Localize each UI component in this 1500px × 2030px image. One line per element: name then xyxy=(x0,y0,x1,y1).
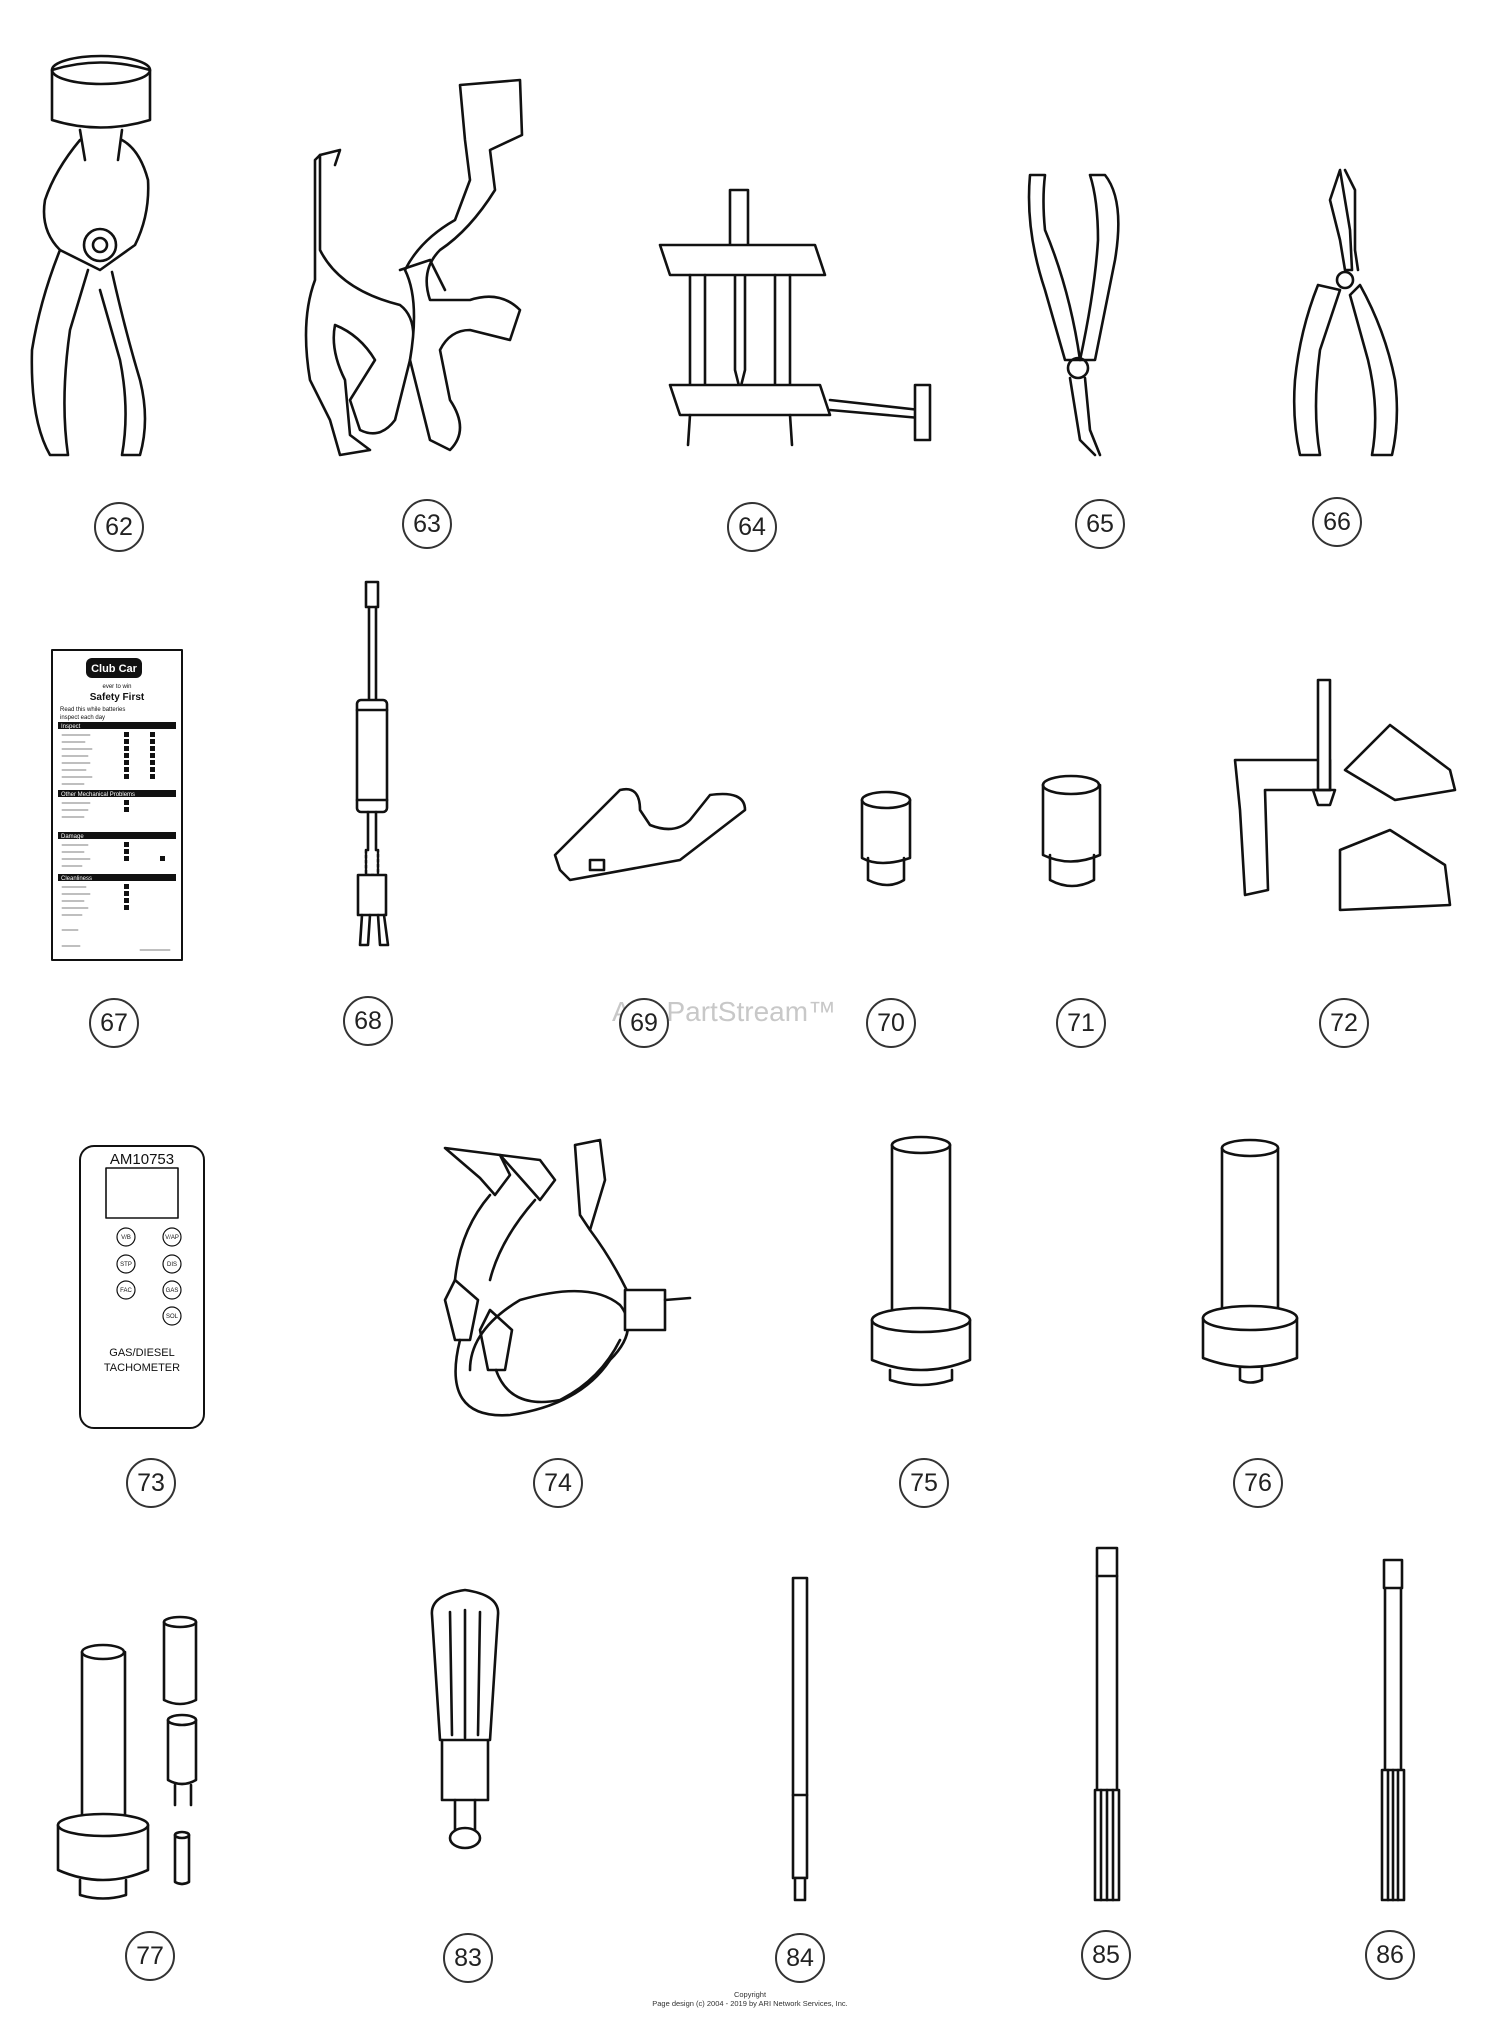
copyright-notice: Copyright Page design (c) 2004 - 2019 by… xyxy=(0,1990,1500,2008)
tach-button-label: FAC xyxy=(120,1288,132,1294)
card-section-other: Other Mechanical Problems xyxy=(61,792,135,798)
callout-68: 68 xyxy=(343,996,393,1046)
card-section-inspect: Inspect xyxy=(61,724,81,730)
socket-small-illustration xyxy=(860,790,912,887)
tach-button-label: V/AP xyxy=(165,1235,179,1241)
holding-fixture-illustration xyxy=(304,78,524,457)
tachometer-illustration: AM10753 V/B V/AP STP DIS FAC GAS SOL GAS… xyxy=(79,1145,205,1429)
callout-66: 66 xyxy=(1312,497,1362,547)
callout-67: 67 xyxy=(89,998,139,1048)
punch-rod-illustration xyxy=(791,1576,809,1902)
callout-83: 83 xyxy=(443,1933,493,1983)
callout-70: 70 xyxy=(866,998,916,1048)
copyright-line-1: Copyright xyxy=(733,1990,767,1999)
slide-hammer-illustration xyxy=(355,580,390,947)
tachometer-model-text: AM10753 xyxy=(110,1151,174,1168)
driver-kit-illustration xyxy=(56,1615,198,1900)
spanner-wrench-illustration xyxy=(553,787,747,882)
test-lead-harness-illustration xyxy=(443,1138,692,1417)
bearing-puller-illustration xyxy=(658,188,932,447)
tach-button-label: STP xyxy=(120,1262,132,1268)
callout-86: 86 xyxy=(1365,1930,1415,1980)
copyright-line-2: Page design (c) 2004 - 2019 by ARI Netwo… xyxy=(652,1999,848,2008)
callout-69: 69 xyxy=(619,998,669,1048)
bearing-driver-illustration xyxy=(870,1135,972,1387)
spline-tool-illustration xyxy=(1093,1546,1121,1902)
impact-driver-illustration xyxy=(430,1588,500,1850)
callout-76: 76 xyxy=(1233,1458,1283,1508)
piston-ring-compressor-illustration xyxy=(30,54,152,457)
snap-ring-pliers-illustration xyxy=(1292,168,1399,457)
safety-card-illustration: Club Car ever to win Safety First Read t… xyxy=(51,649,183,961)
bearing-driver-alt-illustration xyxy=(1201,1138,1299,1384)
card-section-damage: Damage xyxy=(61,834,84,840)
tach-button-label: V/B xyxy=(121,1235,131,1241)
callout-72: 72 xyxy=(1319,998,1369,1048)
tachometer-label-line1: GAS/DIESEL xyxy=(109,1347,174,1359)
tach-button-label: DIS xyxy=(167,1262,177,1268)
tachometer-label-line2: TACHOMETER xyxy=(104,1362,180,1374)
socket-large-illustration xyxy=(1041,774,1102,888)
callout-71: 71 xyxy=(1056,998,1106,1048)
callout-64: 64 xyxy=(727,502,777,552)
card-section-cleanliness: Cleanliness xyxy=(61,876,92,882)
card-title: Safety First xyxy=(90,692,145,703)
tach-button-label: SOL xyxy=(166,1314,179,1320)
spline-tool-alt-illustration xyxy=(1380,1558,1406,1902)
callout-75: 75 xyxy=(899,1458,949,1508)
callout-74: 74 xyxy=(533,1458,583,1508)
clamp-fixture-illustration xyxy=(1233,678,1457,912)
callout-65: 65 xyxy=(1075,499,1125,549)
card-subtitle-2: inspect each day xyxy=(60,715,105,721)
callout-84: 84 xyxy=(775,1933,825,1983)
callout-62: 62 xyxy=(94,502,144,552)
callout-85: 85 xyxy=(1081,1930,1131,1980)
callout-77: 77 xyxy=(125,1931,175,1981)
tach-button-label: GAS xyxy=(166,1288,179,1294)
card-brand: Club Car xyxy=(91,663,138,675)
card-tagline: ever to win xyxy=(102,684,131,690)
hose-clamp-pliers-illustration xyxy=(1027,173,1120,457)
callout-73: 73 xyxy=(126,1458,176,1508)
card-subtitle-1: Read this while batteries xyxy=(60,707,125,713)
callout-63: 63 xyxy=(402,499,452,549)
